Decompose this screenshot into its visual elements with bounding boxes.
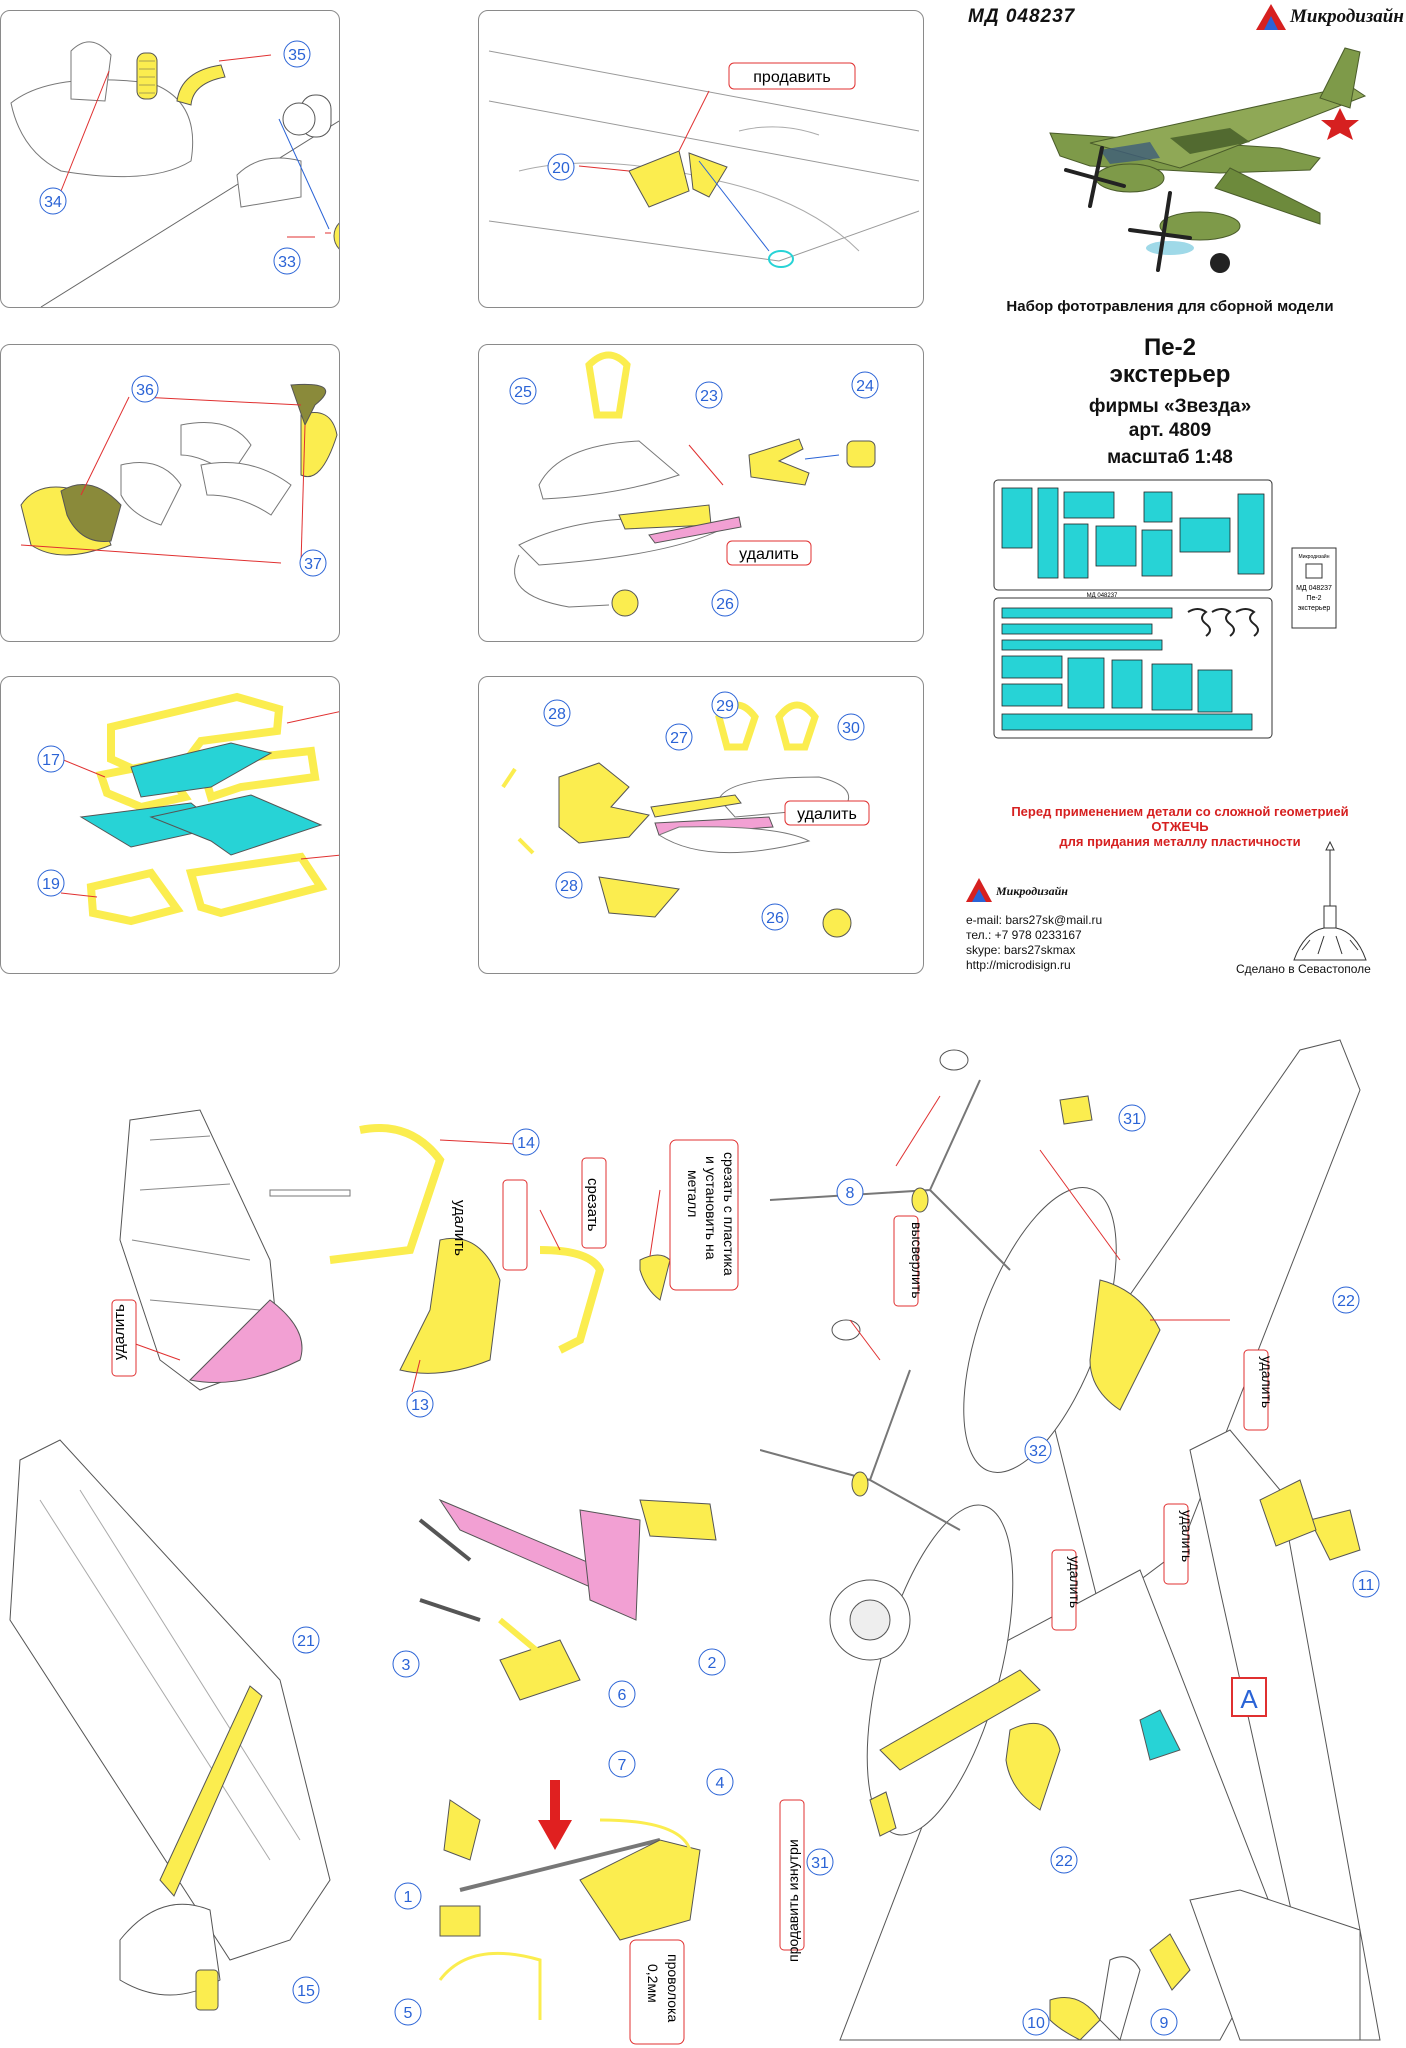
callout-remove-right-3: удалить (1067, 1556, 1083, 1608)
part-number: 22 (1055, 1853, 1073, 1870)
brand-name: Микродизайн (1290, 6, 1404, 27)
callout-remove: удалить (739, 546, 799, 563)
contacts-logo-icon (966, 878, 992, 902)
part-number: 36 (136, 382, 154, 399)
panel-step-wing-lower: продавить 20 (478, 10, 924, 308)
contact-phone: тел.: +7 978 0233167 (966, 928, 1082, 942)
kit-title: Пе-2 экстерьер (960, 334, 1380, 388)
contact-website[interactable]: http://microdisign.ru (966, 958, 1071, 972)
part-number: 21 (297, 1633, 315, 1650)
contact-skype: skype: bars27skmax (966, 943, 1076, 957)
contacts-brand: Микродизайн (996, 884, 1068, 898)
callout-cut-install-3: металл (685, 1170, 701, 1217)
thumb-card-code: МД 048237 (1296, 585, 1332, 592)
aircraft-illustration (1049, 47, 1367, 273)
callout-drill: высверлить (909, 1222, 925, 1299)
kit-title-line1: Пе-2 (1144, 334, 1196, 361)
kit-scale: масштаб 1:48 (1107, 447, 1233, 468)
part-number: 31 (1123, 1111, 1141, 1128)
part-number: 22 (1337, 1293, 1355, 1310)
part-number: 34 (44, 194, 62, 211)
callout-remove-canopy: удалить (111, 1304, 128, 1360)
part-number: 26 (716, 596, 734, 613)
part-number: 19 (42, 876, 60, 893)
annealing-warning-line2: ОТЖЕЧЬ (1151, 819, 1209, 834)
panel-step-nacelle: 25 23 24 26 удалить (478, 344, 924, 642)
part-number: 28 (560, 878, 578, 895)
annealing-warning-line3: для придания металлу пластичности (1059, 834, 1301, 849)
part-number: 31 (811, 1855, 829, 1872)
contact-email[interactable]: e-mail: bars27sk@mail.ru (966, 913, 1103, 927)
part-number: 32 (1029, 1443, 1047, 1460)
callout-remove-right-1: удалить (1259, 1356, 1275, 1408)
part-number: 20 (552, 160, 570, 177)
panel-step-grilles: 34 35 33 (0, 10, 340, 308)
part-number: 27 (670, 730, 688, 747)
part-number: 10 (1027, 2015, 1045, 2032)
thumb-card-brand: Микродизайн (1299, 553, 1330, 560)
part-number: 1 (404, 1889, 413, 1906)
part-number: 29 (716, 698, 734, 715)
kit-subtitle: Набор фототравления для сборной модели (1006, 298, 1334, 315)
arrow-down-icon (538, 1780, 572, 1850)
callout-cut: срезать (584, 1178, 601, 1232)
part-number: 26 (766, 910, 784, 927)
panel-step-radiator-frames: 16 17 18 19 A (0, 676, 340, 974)
part-number: 37 (304, 556, 322, 573)
thumb-fret-code: МД 048237 (1087, 593, 1118, 599)
part-number: 3 (402, 1657, 411, 1674)
part-number: 14 (517, 1135, 535, 1152)
made-in-label: Сделано в Севастополе (1236, 962, 1371, 976)
part-number: 13 (411, 1397, 429, 1414)
callout-press-inside: продавить изнутри (785, 1839, 801, 1962)
part-number: 25 (514, 384, 532, 401)
callout-wire-1: проволока (665, 1954, 681, 2022)
sevastopol-monument-icon (1293, 840, 1367, 961)
part-number: 5 (404, 2005, 413, 2022)
part-number: 11 (1358, 1577, 1375, 1594)
part-number: 35 (288, 47, 306, 64)
part-number: 17 (42, 752, 60, 769)
photoetch-sheet-thumbnail: Микродизайн МД 048237 Пе-2 экстерьер МД … (993, 479, 1337, 739)
part-number: 8 (846, 1185, 855, 1202)
part-number: 2 (708, 1655, 717, 1672)
part-number: 28 (548, 706, 566, 723)
part-number: 23 (700, 388, 718, 405)
part-number: 30 (842, 720, 860, 737)
product-code: МД 048237 (968, 6, 1076, 27)
callout-press: продавить (753, 69, 830, 86)
callout-wire-2: 0,2мм (645, 1964, 661, 2003)
thumb-fret-name: Пе-2 экстерьер (1104, 731, 1154, 738)
aircraft-underside-diagram: 8 31 22 32 11 31 22 9 10 высверлить удал… (760, 1039, 1381, 2041)
callout-remove: удалить (797, 806, 857, 823)
annealing-warning-line1: Перед применением детали со сложной геом… (1011, 804, 1349, 819)
thumb-fret-codes: МД 048237 (1052, 731, 1088, 738)
panel-step-gondola: 28 28 27 29 30 26 удалить (478, 676, 924, 974)
thumb-card-line1: Пе-2 (1306, 595, 1321, 602)
part-number: 7 (618, 1757, 627, 1774)
kit-article: арт. 4809 (1128, 420, 1212, 441)
thumb-fret-brand: Микродизайн (1182, 730, 1225, 738)
kit-maker: фирмы «Звезда» (1088, 396, 1252, 417)
callout-remove-gear: удалить (451, 1200, 468, 1256)
callout-remove-right-2: удалить (1179, 1510, 1195, 1562)
part-number: 9 (1160, 2015, 1169, 2032)
fuselage-marker-a: A (1240, 1684, 1258, 1714)
thumb-card-line2: экстерьер (1298, 605, 1331, 612)
panel-step-engine-grilles: 36 37 (0, 344, 340, 642)
brand-logo-icon (1256, 4, 1286, 30)
callout-cut-install-2: и установить на (703, 1156, 719, 1260)
canopy-wing-gear-diagram: 14 1 2 13 удалить 21 15 удалить срезать с… (9, 1109, 739, 2045)
part-number: 33 (278, 254, 296, 271)
part-number: 4 (716, 1775, 725, 1792)
kit-title-line2: экстерьер (1109, 361, 1231, 388)
callout-cut-install-1: срезать с пластика (721, 1152, 737, 1276)
part-number: 6 (618, 1687, 627, 1704)
part-number: 24 (856, 378, 874, 395)
part-number: 15 (297, 1983, 315, 2000)
